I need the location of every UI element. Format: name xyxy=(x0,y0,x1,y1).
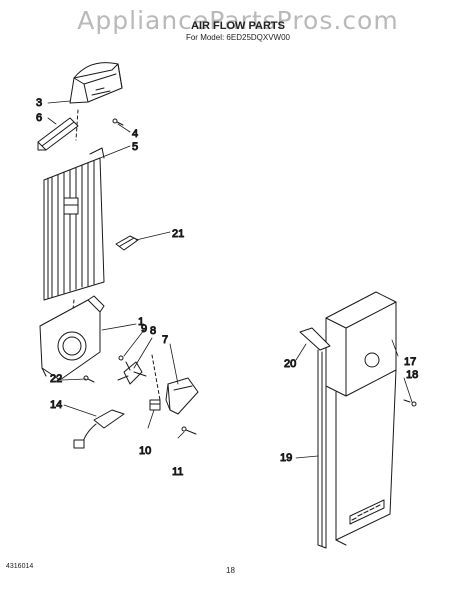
callout-19: 19 xyxy=(280,452,292,464)
callout-6: 6 xyxy=(36,112,42,124)
callout-9: 9 xyxy=(141,323,147,335)
louver-panel-part xyxy=(43,147,105,301)
callout-7: 7 xyxy=(162,334,168,346)
screw-18-part xyxy=(403,399,417,407)
callout-1: 1 xyxy=(138,316,144,328)
fan-motor-part xyxy=(165,377,199,415)
bottom-screw-part xyxy=(181,426,197,435)
wire-harness-part xyxy=(73,409,125,449)
model-subtitle: For Model: 6ED25DQXVW00 xyxy=(185,33,291,42)
leader-lines xyxy=(47,100,413,459)
evaporator-cover-part xyxy=(325,291,397,546)
callout-10: 10 xyxy=(139,445,151,457)
clip-part xyxy=(115,235,139,251)
damper-part xyxy=(37,117,79,151)
callout-4: 4 xyxy=(132,128,138,140)
callout-11: 11 xyxy=(172,466,183,478)
gasket-strip-part xyxy=(299,327,331,549)
page-number: 18 xyxy=(226,566,235,575)
shaft-part xyxy=(149,399,161,411)
callout-22: 22 xyxy=(50,373,62,385)
fan-housing-part xyxy=(39,295,105,381)
callout-17: 17 xyxy=(404,356,416,368)
screw-part xyxy=(112,118,124,126)
document-number: 4316014 xyxy=(6,563,34,570)
screw-22-part xyxy=(83,375,95,383)
callout-21: 21 xyxy=(172,228,184,240)
diagram-title: AIR FLOW PARTS xyxy=(191,20,285,32)
callout-5: 5 xyxy=(132,141,138,153)
callout-18: 18 xyxy=(406,369,418,381)
callout-3: 3 xyxy=(36,97,42,109)
callout-14: 14 xyxy=(50,399,62,411)
fan-blade-part xyxy=(117,355,147,385)
air-duct-part xyxy=(69,62,123,104)
callout-8: 8 xyxy=(150,325,156,337)
callout-20: 20 xyxy=(284,358,296,370)
watermark: AppliancePartsPros.com xyxy=(77,6,399,35)
